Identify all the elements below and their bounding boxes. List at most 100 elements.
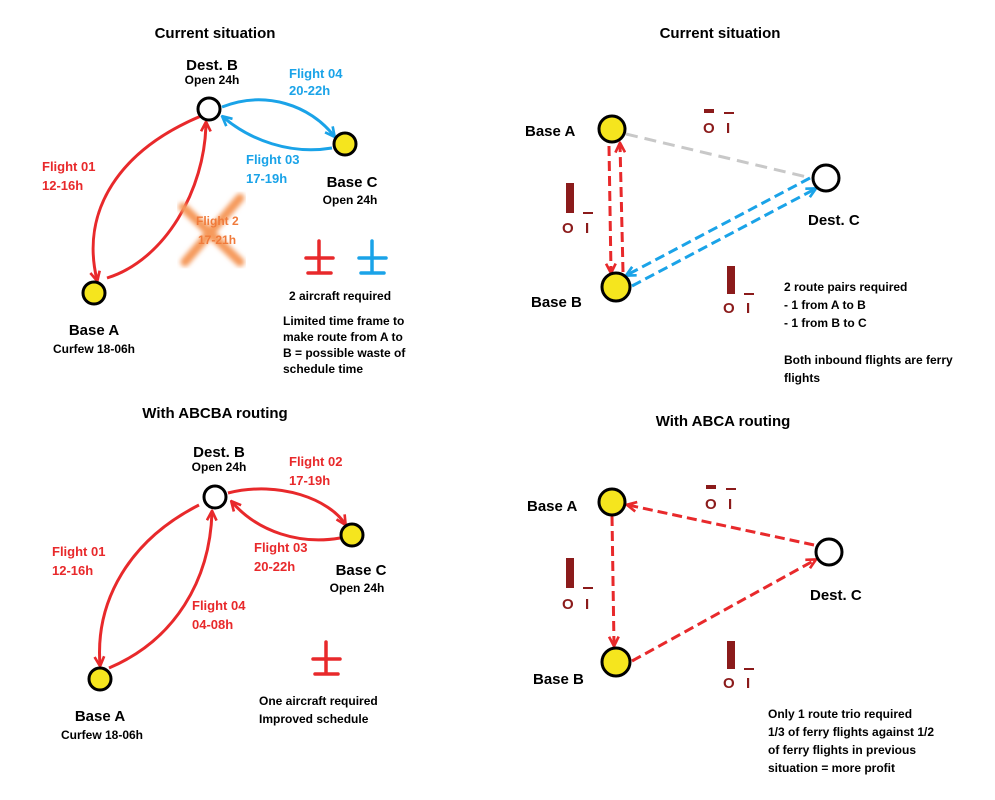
load-indicator-a-b: O I — [562, 183, 593, 237]
base-a-label: Base A — [69, 322, 119, 339]
load-indicator-b-c: O I — [723, 266, 754, 317]
panel-top-right: Current situation Base A Base B Dest. C … — [525, 25, 953, 385]
load-out-label: O — [562, 220, 574, 237]
base-b-label: Base B — [531, 294, 582, 311]
base-c-label: Base C — [327, 174, 378, 191]
flight-02-arrow — [227, 487, 345, 524]
note-line: make route from A to — [283, 330, 403, 344]
flight-04-time: 04-08h — [192, 617, 233, 632]
note-line: Both inbound flights are ferry — [784, 353, 953, 367]
note-line: schedule time — [283, 362, 363, 376]
route-b-c-out — [631, 189, 815, 288]
route-c-a — [628, 505, 815, 547]
aircraft-icon-red — [311, 640, 342, 676]
panel-title: Current situation — [660, 25, 781, 42]
flight-03-time: 17-19h — [246, 171, 287, 186]
route-a-c — [625, 132, 812, 180]
dest-c-label: Dest. C — [808, 212, 860, 229]
dest-b-label: Dest. B — [193, 444, 245, 461]
aircraft-icon-blue — [357, 239, 388, 275]
load-in-label: I — [746, 675, 750, 692]
note-line: of ferry flights in previous — [768, 743, 916, 757]
base-b-node — [600, 271, 632, 303]
note-line: flights — [784, 371, 820, 385]
flight-04-arrow — [221, 98, 334, 136]
base-a-node — [87, 666, 113, 692]
flight-01-label: Flight 01 — [42, 159, 95, 174]
dest-b-node — [202, 484, 228, 510]
dest-b-node — [196, 96, 222, 122]
base-a-label: Base A — [525, 123, 575, 140]
flight-03-label: Flight 03 — [246, 152, 299, 167]
route-a-b — [612, 515, 614, 645]
note-line: - 1 from B to C — [784, 316, 867, 330]
note-line: situation = more profit — [768, 761, 895, 775]
base-b-node — [600, 646, 632, 678]
base-a-node — [81, 280, 107, 306]
panel-title: With ABCBA routing — [142, 405, 287, 422]
flight-2-time: 17-21h — [198, 233, 236, 247]
base-a-node — [597, 487, 627, 517]
base-a-label: Base A — [75, 708, 125, 725]
flight-04-arrow — [108, 512, 212, 670]
route-c-b-in — [627, 176, 811, 275]
panel-title: Current situation — [155, 25, 276, 42]
dest-c-node — [814, 537, 844, 567]
panel-top-left: Current situation Flight 2 17-21h Dest. … — [42, 25, 406, 376]
aircraft-count: 2 aircraft required — [289, 289, 391, 303]
load-out-label: O — [562, 596, 574, 613]
base-a-hours: Curfew 18-06h — [61, 728, 143, 742]
load-out-label: O — [723, 300, 735, 317]
dest-c-label: Dest. C — [810, 587, 862, 604]
base-c-hours: Open 24h — [323, 193, 378, 207]
flight-02-label: Flight 02 — [289, 454, 342, 469]
base-a-label: Base A — [527, 498, 577, 515]
flight-03-label: Flight 03 — [254, 540, 307, 555]
flight-03-arrow — [232, 502, 341, 542]
load-in-label: I — [585, 596, 589, 613]
load-in-label: I — [728, 496, 732, 513]
note-line: Limited time frame to — [283, 314, 404, 328]
base-c-node — [332, 131, 358, 157]
flight-02-time: 17-19h — [289, 473, 330, 488]
load-out-label: O — [723, 675, 735, 692]
note-line: Only 1 route trio required — [768, 707, 912, 721]
load-in-label: I — [746, 300, 750, 317]
panel-bottom-right: With ABCA routing Base A Base B Dest. C … — [527, 413, 934, 775]
flight-03-arrow — [223, 117, 333, 152]
load-indicator-b-c: O I — [723, 641, 754, 692]
flight-04-time: 20-22h — [289, 83, 330, 98]
base-c-label: Base C — [336, 562, 387, 579]
load-in-label: I — [726, 120, 730, 137]
note-line: One aircraft required — [259, 694, 378, 708]
flight-04-label: Flight 04 — [289, 66, 343, 81]
flight-01-label: Flight 01 — [52, 544, 105, 559]
aircraft-icon-red — [304, 239, 335, 275]
flight-04-label: Flight 04 — [192, 598, 246, 613]
flight-03-time: 20-22h — [254, 559, 295, 574]
dest-c-node — [811, 163, 841, 193]
flight-01-arrow — [100, 503, 200, 665]
load-indicator-a-c: O I — [703, 109, 734, 137]
dest-b-label: Dest. B — [186, 57, 238, 74]
flight-return-arrow — [106, 123, 206, 280]
cancelled-mark — [178, 193, 245, 267]
base-c-node — [339, 522, 365, 548]
panel-bottom-left: With ABCBA routing Dest. B Open 24h Flig… — [52, 405, 387, 742]
load-indicator-a-b: O I — [562, 558, 593, 613]
base-a-hours: Curfew 18-06h — [53, 342, 135, 356]
flight-01-time: 12-16h — [42, 178, 83, 193]
load-in-label: I — [585, 220, 589, 237]
load-indicator-c-a: O I — [705, 485, 736, 513]
dest-b-hours: Open 24h — [185, 73, 240, 87]
note-line: B = possible waste of — [283, 346, 406, 360]
route-b-a-in — [620, 144, 623, 273]
note-line: - 1 from A to B — [784, 298, 866, 312]
route-a-b-out — [609, 145, 611, 272]
note-line: Improved schedule — [259, 712, 369, 726]
route-b-c — [631, 560, 815, 663]
base-a-node — [597, 114, 627, 144]
flight-01-arrow — [93, 114, 202, 280]
flight-01-time: 12-16h — [52, 563, 93, 578]
